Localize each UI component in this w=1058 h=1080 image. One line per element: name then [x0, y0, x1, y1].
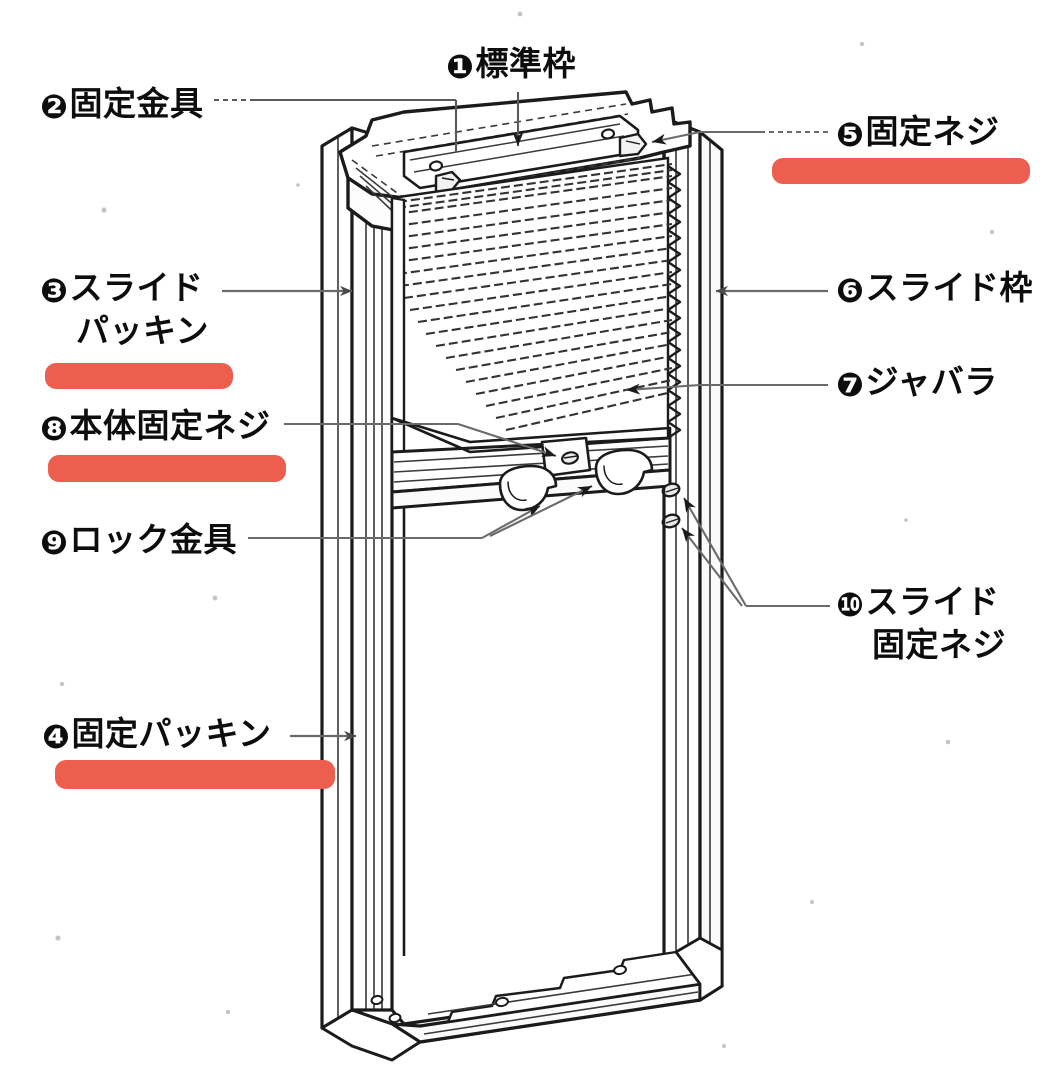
callout-5-marker: ❺ [836, 115, 865, 154]
callout-3-label-line-2: パッキン [76, 311, 210, 351]
slide-frame-upper-face [390, 416, 672, 454]
bracket-eyelet [428, 128, 616, 172]
callout-9-label: ロック金具 [69, 520, 237, 559]
callout-3[interactable]: ❸スライド パッキン [40, 268, 209, 352]
callout-8[interactable]: ❽本体固定ネジ [40, 406, 270, 449]
leader-line-8 [284, 422, 557, 457]
fixing-screw [434, 132, 648, 194]
callout-6[interactable]: ❻スライド枠 [836, 268, 1033, 311]
callout-10-marker: ❿ [836, 585, 865, 624]
bellows-fold-edge [666, 165, 682, 439]
callout-1-label: 標準枠 [475, 44, 576, 83]
callout-4-label: 固定パッキン [71, 714, 272, 753]
highlight-bar-callout-5 [772, 158, 1030, 184]
callout-4[interactable]: ❹固定パッキン [42, 714, 271, 757]
base-right-corner [674, 936, 724, 1002]
scan-specks [55, 11, 995, 1048]
callout-7[interactable]: ❼ジャバラ [836, 362, 998, 405]
highlight-bar-callout-4 [55, 760, 335, 789]
callout-5-label: 固定ネジ [865, 112, 1000, 151]
callout-1-marker: ❶ [446, 47, 475, 86]
callout-9[interactable]: ❾ロック金具 [40, 520, 237, 563]
callout-3-marker: ❸ [40, 271, 69, 310]
highlight-bar-callout-8 [48, 455, 286, 482]
left-rail-detail-lines [337, 133, 383, 1021]
callout-10[interactable]: ❿スライド 固定ネジ [836, 582, 1006, 666]
slide-frame-left-stile [390, 196, 406, 472]
callout-2[interactable]: ❷固定金具 [40, 84, 203, 127]
leader-line-9 [248, 485, 593, 540]
callout-8-label: 本体固定ネジ [69, 406, 271, 445]
base-mounting-hole [370, 964, 627, 1024]
callout-10-label-line-1: スライド [865, 582, 1000, 621]
callout-2-label: 固定金具 [69, 84, 204, 123]
leader-line-5 [651, 130, 828, 145]
base-frame-detail-lines [423, 973, 699, 1035]
callout-8-marker: ❽ [40, 409, 69, 448]
callout-3-label-line-1: スライド [69, 268, 204, 307]
callout-7-label: ジャバラ [865, 362, 998, 401]
highlight-bar-callout-3 [45, 363, 233, 389]
body-fixing-screw [561, 451, 579, 465]
leader-line-10 [681, 497, 830, 608]
callout-6-marker: ❻ [836, 271, 865, 310]
base-frame [350, 936, 724, 1044]
callout-10-label-line-2: 固定ネジ [872, 625, 1006, 665]
callout-6-label: スライド枠 [865, 268, 1033, 307]
bellows-pleats [395, 162, 673, 432]
callout-4-marker: ❹ [42, 717, 71, 756]
lock-bracket [498, 448, 654, 512]
base-left-foot [320, 1008, 422, 1062]
lower-frame-opening [402, 486, 666, 956]
leader-line-7 [625, 383, 828, 395]
callout-1[interactable]: ❶標準枠 [446, 44, 576, 87]
callout-5[interactable]: ❺固定ネジ [836, 112, 999, 155]
callout-9-marker: ❾ [40, 523, 69, 562]
callout-2-marker: ❷ [40, 87, 69, 126]
leader-line-2 [214, 98, 458, 152]
callout-7-marker: ❼ [836, 365, 865, 404]
